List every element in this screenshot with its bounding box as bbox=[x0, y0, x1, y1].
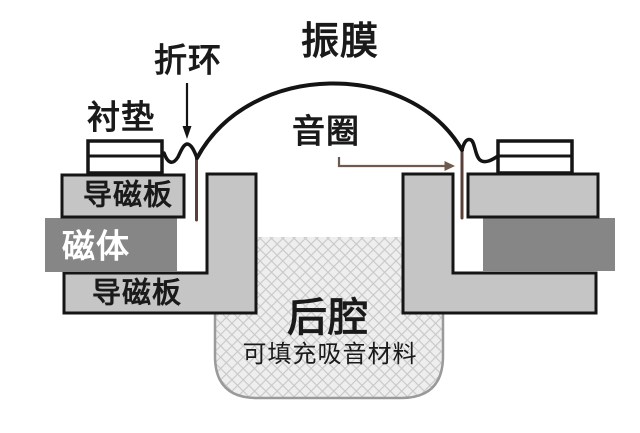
left-frame-and-bottom-plate bbox=[62, 172, 258, 315]
magnet-label: 磁体 bbox=[62, 227, 130, 265]
diaphragm-label: 振膜 bbox=[300, 21, 380, 63]
surround-label: 折环 bbox=[154, 41, 222, 79]
left-surround-fold bbox=[162, 142, 199, 164]
back-cavity-note-label: 可填充吸音材料 bbox=[242, 341, 418, 368]
surround-arrow-head bbox=[182, 126, 192, 139]
top-plate-label: 导磁板 bbox=[82, 179, 174, 212]
gasket-label: 衬垫 bbox=[87, 98, 155, 136]
bottom-plate-label: 导磁板 bbox=[91, 277, 183, 310]
diaphragm-dome-curve bbox=[195, 81, 464, 160]
back-cavity-label: 后腔 bbox=[287, 296, 369, 340]
right-top-plate bbox=[466, 172, 600, 219]
right-surround-fold bbox=[460, 137, 500, 164]
back-cavity-fill bbox=[215, 237, 443, 398]
left-top-plate bbox=[60, 173, 186, 219]
voice-coil-label: 音圈 bbox=[292, 112, 360, 150]
voice-coil-leader-line bbox=[337, 157, 446, 168]
voice-coil-arrow-head bbox=[444, 161, 455, 171]
back-cavity-border bbox=[213, 237, 445, 400]
right-magnet-block bbox=[483, 218, 615, 271]
right-frame-and-bottom-plate bbox=[401, 172, 598, 315]
left-magnet-block bbox=[45, 218, 177, 272]
